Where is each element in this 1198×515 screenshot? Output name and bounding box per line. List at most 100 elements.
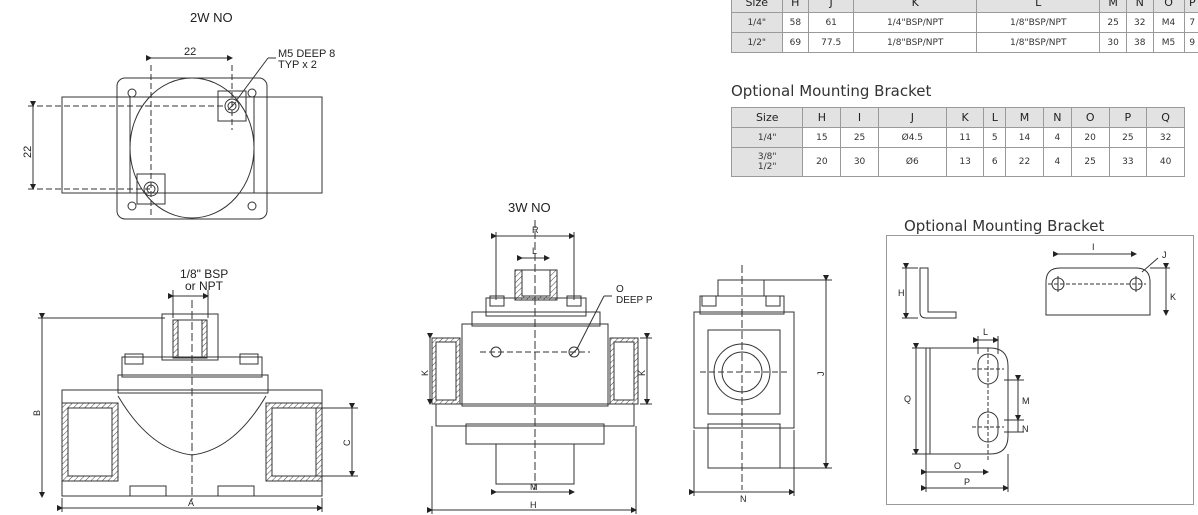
br-n: N [1022,424,1029,434]
table-cell: 38 [1125,32,1154,53]
br-i: I [1092,242,1095,252]
table-cell: 25 [1070,147,1110,177]
table-cell: 9 [1183,32,1198,53]
table-cell: 1/8"BSP/NPT [976,32,1101,53]
br-o: O [954,461,961,471]
table-cell: 40 [1146,147,1185,177]
dim-22-side: 22 [22,146,34,158]
col-header: N [1042,107,1072,128]
npt-label: or NPT [185,279,224,293]
m5-deep-label: M5 DEEP 8 [278,48,335,60]
col-header: H [781,0,810,13]
dim-r: R [532,225,539,235]
table-cell: 1/2" [731,32,783,53]
view-3w-no-front: 3W NO R L O DEEP P [427,200,653,514]
col-header: H [802,107,842,128]
dim-c: C [342,439,352,446]
o-label: O [616,284,624,295]
view-2w-no-front: 1/8" BSP or NPT A [38,267,358,512]
view-2w-no-label: 2W NO [190,10,233,25]
dim-k-right: K [637,370,647,376]
br-h: H [898,288,905,298]
table-cell: 30 [1099,32,1127,53]
col-header: Size [730,107,804,128]
table-cell: 33 [1108,147,1148,177]
table-cell: 13 [945,147,985,177]
table-cell: 3/8" 1/2" [730,147,804,177]
br-m: M [1022,396,1030,406]
br-l: L [983,327,988,337]
table-cell: 6 [983,147,1007,177]
col-header: J [808,0,855,13]
col-header: L [983,107,1007,128]
table-cell: 77.5 [808,32,855,53]
col-header: M [1099,0,1127,13]
dimensions-table: Size H J K L M N O P 1/4" 58 61 1/4"BSP/… [731,0,1198,53]
table-cell: 25 [840,127,879,148]
table-cell: 15 [802,127,842,148]
br-k: K [1170,292,1176,302]
table-cell: 7 [1183,12,1198,33]
col-header: J [877,107,947,128]
dim-b: B [32,410,42,416]
table-cell: 1/8"BSP/NPT [976,12,1101,33]
table-row: 3/8" 1/2" 20 30 Ø6 13 6 22 4 25 33 40 [730,147,1185,177]
table-cell: 25 [1108,127,1148,148]
view-3w-no-label: 3W NO [508,200,551,215]
table-cell: 1/4" [730,127,804,148]
dim-22-top: 22 [184,46,196,58]
table-cell: 20 [1070,127,1110,148]
table-cell: 32 [1146,127,1185,148]
table-header-row: Size H J K L M N O P [731,0,1198,13]
table-cell: 5 [983,127,1007,148]
bracket-drawing-title: Optional Mounting Bracket [904,217,1104,235]
dim-j-side: J [816,372,826,377]
col-header: O [1152,0,1185,13]
table-cell: 22 [1005,147,1044,177]
dim-k-left: K [420,370,430,376]
table-cell: 32 [1125,12,1154,33]
col-header: K [945,107,985,128]
br-p: P [964,477,970,487]
table-cell: 4 [1042,147,1072,177]
table-cell: 30 [840,147,879,177]
col-header: Size [731,0,783,13]
table-cell: 69 [781,32,810,53]
col-header: P [1108,107,1148,128]
col-header: N [1125,0,1154,13]
col-header: M [1005,107,1044,128]
view-2w-no-top: 2W NO 22 M5 DEEP 8 TYP x 2 [28,10,335,220]
col-header: O [1070,107,1110,128]
table-cell: 25 [1099,12,1127,33]
bracket-table: Size H I J K L M N O P Q 1/4" 15 25 Ø4.5… [730,107,1185,177]
dim-n-side: N [740,494,747,504]
typ-x2-label: TYP x 2 [278,59,317,71]
br-j: J [1162,250,1167,260]
table-cell: 1/4"BSP/NPT [853,12,978,33]
table-cell: 1/4" [731,12,783,33]
table-cell: 11 [945,127,985,148]
col-header: P [1183,0,1198,13]
table-cell: 58 [781,12,810,33]
size-line-2: 1/2" [757,162,777,172]
view-3w-no-side: N [689,265,832,504]
bracket-table-title: Optional Mounting Bracket [731,82,932,100]
col-header: K [853,0,978,13]
table-cell: M5 [1152,32,1185,53]
col-header: I [840,107,879,128]
bracket-drawing: Optional Mounting Bracket H I J K L [898,217,1176,492]
dim-h-3w: H [530,500,537,510]
dim-l-3w: L [532,246,537,256]
table-cell: M4 [1152,12,1185,33]
table-cell: Ø4.5 [877,127,947,148]
col-header: Q [1146,107,1185,128]
dim-m-3w: M [530,482,538,492]
col-header: L [976,0,1101,13]
br-q: Q [904,394,911,404]
table-row: 1/4" 15 25 Ø4.5 11 5 14 4 20 25 32 [730,127,1185,148]
size-line-1: 3/8" [757,152,777,162]
bracket-frame [886,235,1194,505]
table-row: 1/4" 58 61 1/4"BSP/NPT 1/8"BSP/NPT 25 32… [731,12,1198,33]
table-header-row: Size H I J K L M N O P Q [730,107,1185,128]
dim-a: A [188,498,194,508]
